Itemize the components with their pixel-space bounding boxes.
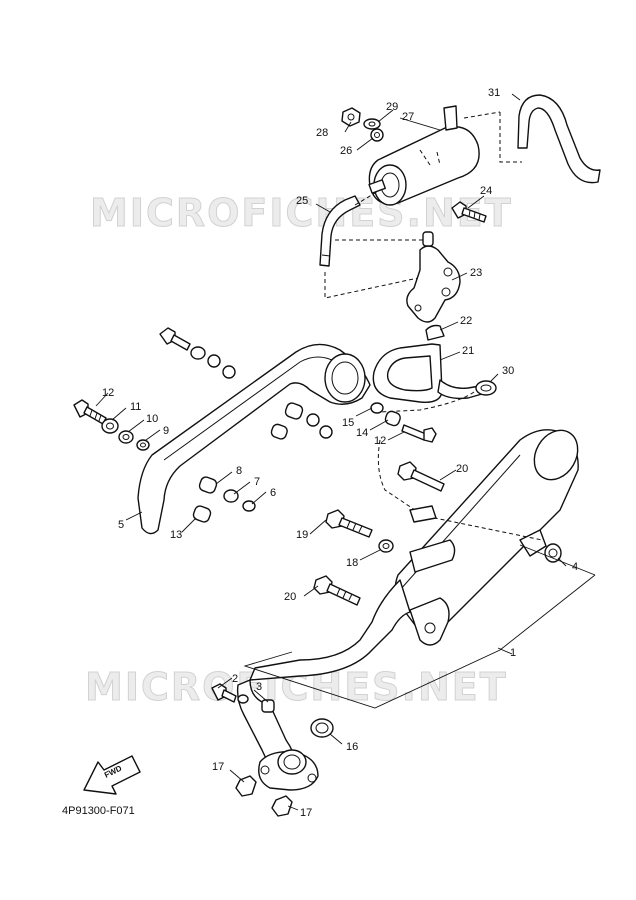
- part-clip-22: [425, 324, 445, 341]
- part-hose-end: [409, 505, 437, 523]
- label-18: 18: [346, 557, 358, 569]
- part-nut-17-right: [271, 795, 293, 817]
- part-collars-middle: [270, 402, 333, 440]
- label-12-right: 12: [374, 435, 386, 447]
- label-14: 14: [356, 427, 368, 439]
- label-23: 23: [470, 267, 482, 279]
- part-washer-9: [136, 439, 150, 451]
- label-21: 21: [462, 345, 474, 357]
- watermark-top: MICROFICHES.NET: [90, 191, 513, 235]
- part-washer-15: [370, 402, 384, 414]
- label-4: 4: [572, 561, 578, 573]
- part-nut-28: [341, 107, 361, 127]
- part-washer-29: [363, 118, 381, 130]
- part-collar-14: [384, 410, 401, 427]
- label-17-right: 17: [300, 807, 312, 819]
- label-20-upper: 20: [456, 463, 468, 475]
- part-collar-3: [237, 694, 275, 713]
- part-collar-13: [192, 505, 212, 523]
- leader-lines: [95, 93, 567, 811]
- part-clamp-30: [475, 380, 497, 396]
- part-bolt-2: [211, 683, 237, 703]
- part-collar-4: [544, 543, 562, 563]
- label-17-left: 17: [212, 761, 224, 773]
- label-5: 5: [118, 519, 124, 531]
- label-26: 26: [340, 145, 352, 157]
- part-bolt-12-right: [401, 424, 437, 443]
- part-guard-5: [137, 343, 371, 535]
- label-11: 11: [130, 401, 141, 413]
- label-3: 3: [256, 681, 262, 693]
- label-24: 24: [480, 185, 492, 197]
- label-9: 9: [163, 425, 169, 437]
- label-12-left: 12: [102, 387, 114, 399]
- label-16: 16: [346, 741, 358, 753]
- part-collar-7: [223, 489, 239, 503]
- label-28: 28: [316, 127, 328, 139]
- part-bolt-24: [451, 201, 487, 223]
- label-2: 2: [232, 673, 238, 685]
- label-10: 10: [146, 413, 158, 425]
- label-20-lower: 20: [284, 591, 296, 603]
- part-bolt-20-upper: [397, 461, 445, 492]
- label-29: 29: [386, 101, 398, 113]
- part-washer-26: [370, 128, 384, 142]
- part-number-labels: 1 2 3 4 5 6 7 8 9 10 11 12 12 13 14 15 1…: [102, 87, 578, 819]
- label-15: 15: [342, 417, 354, 429]
- part-washer-11: [101, 418, 119, 434]
- part-nut-17-left: [235, 775, 257, 797]
- label-25: 25: [296, 195, 308, 207]
- part-washer-18: [378, 539, 394, 553]
- part-muffler-1: [249, 429, 579, 681]
- label-6: 6: [270, 487, 276, 499]
- label-22: 22: [460, 315, 472, 327]
- drawing-code: 4P91300-F071: [62, 805, 135, 817]
- part-hose-25: [319, 195, 361, 267]
- label-19: 19: [296, 529, 308, 541]
- part-bracket-23: [406, 231, 461, 323]
- part-canister-27: [368, 105, 480, 206]
- part-bolt-12-left: [73, 399, 107, 425]
- label-27: 27: [402, 111, 414, 123]
- part-hose-31: [517, 94, 601, 184]
- part-bolt-12-upper: [159, 327, 236, 379]
- label-30: 30: [502, 365, 514, 377]
- part-gasket-16: [310, 718, 334, 738]
- part-collar-8: [198, 476, 218, 494]
- label-7: 7: [254, 476, 260, 488]
- part-collar-10: [118, 430, 134, 444]
- part-bolt-19: [325, 509, 373, 538]
- part-bolt-20-lower: [313, 575, 361, 606]
- label-31: 31: [488, 87, 500, 99]
- label-1: 1: [510, 647, 516, 659]
- label-8: 8: [236, 465, 242, 477]
- fwd-arrow-icon: FWD: [83, 755, 141, 795]
- label-13: 13: [170, 529, 182, 541]
